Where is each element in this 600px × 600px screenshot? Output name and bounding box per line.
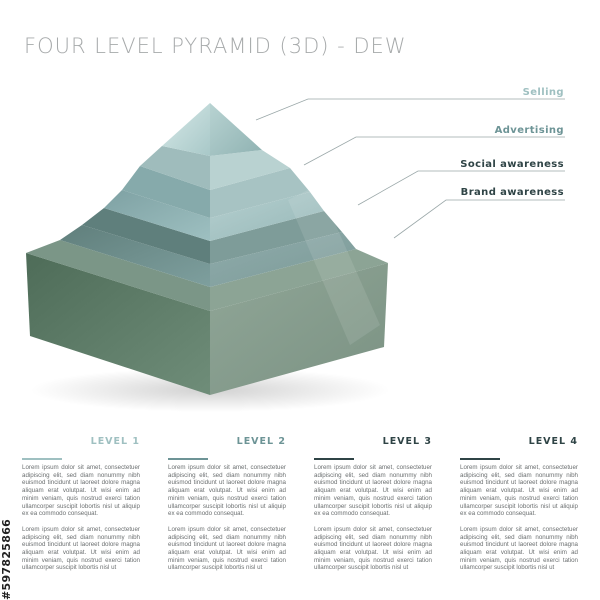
- label-advertising-text: Advertising: [494, 125, 564, 136]
- stock-id: #597825866: [0, 518, 13, 600]
- pyramid-tier-3: [60, 208, 356, 287]
- level-paragraph: Lorem ipsum dolor sit amet, consectetuer…: [168, 464, 286, 518]
- level-rule: [460, 458, 500, 460]
- leader-lines: [255, 98, 565, 239]
- level-paragraph: Lorem ipsum dolor sit amet, consectetuer…: [168, 525, 286, 572]
- label-selling: Selling: [523, 87, 564, 98]
- level-column-4: LEVEL 4 Lorem ipsum dolor sit amet, cons…: [460, 436, 578, 572]
- level-column-3: LEVEL 3 Lorem ipsum dolor sit amet, cons…: [314, 436, 432, 572]
- level-heading: LEVEL 3: [382, 436, 432, 447]
- level-column-1: LEVEL 1 Lorem ipsum dolor sit amet, cons…: [22, 436, 140, 572]
- pyramid-tier-4: [26, 240, 388, 395]
- level-rule: [22, 458, 62, 460]
- pyramid-tier-1: [140, 103, 290, 190]
- page-title: FOUR LEVEL PYRAMID (3D) - DEW: [24, 34, 407, 58]
- label-social-awareness-text: Social awareness: [460, 159, 564, 170]
- pyramid-diagram: Selling Advertising Social awareness Bra…: [26, 87, 565, 412]
- level-paragraph: Lorem ipsum dolor sit amet, consectetuer…: [22, 464, 140, 518]
- label-selling-text: Selling: [522, 87, 564, 98]
- level-paragraph: Lorem ipsum dolor sit amet, consectetuer…: [314, 525, 432, 572]
- level-column-2: LEVEL 2 Lorem ipsum dolor sit amet, cons…: [168, 436, 286, 572]
- label-social-awareness: Social awareness: [460, 159, 564, 170]
- level-heading: LEVEL 1: [90, 436, 140, 447]
- level-paragraph: Lorem ipsum dolor sit amet, consectetuer…: [314, 464, 432, 518]
- level-heading: LEVEL 4: [528, 436, 578, 447]
- pyramid-tier-2: [104, 166, 324, 241]
- level-paragraph: Lorem ipsum dolor sit amet, consectetuer…: [460, 464, 578, 518]
- level-paragraph: Lorem ipsum dolor sit amet, consectetuer…: [460, 525, 578, 572]
- pyramid-svg: [26, 98, 565, 412]
- level-paragraph: Lorem ipsum dolor sit amet, consectetuer…: [22, 525, 140, 572]
- level-heading: LEVEL 2: [236, 436, 286, 447]
- label-brand-awareness: Brand awareness: [461, 187, 564, 198]
- level-rule: [314, 458, 354, 460]
- label-advertising: Advertising: [495, 125, 564, 136]
- level-rule: [168, 458, 208, 460]
- label-brand-awareness-text: Brand awareness: [460, 187, 564, 198]
